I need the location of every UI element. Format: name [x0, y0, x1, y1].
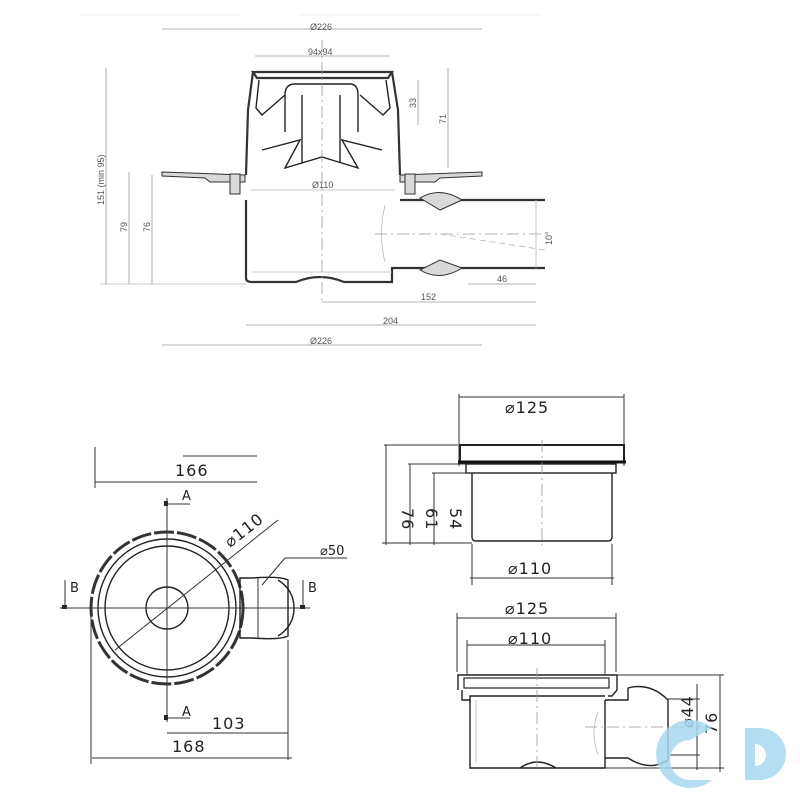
dim-angle: 10°: [544, 231, 554, 245]
dim-height-54: 54: [446, 508, 465, 530]
dim-top-diameter: Ø226: [310, 22, 332, 32]
section-b-left: B: [70, 581, 79, 596]
section-a-top: A: [182, 489, 191, 504]
dim-width-bottom: 168: [172, 737, 206, 756]
dim-outlet-diameter: ⌀50: [320, 544, 344, 559]
side-view-b: ⌀125 ⌀110 ⌀44 76: [456, 599, 724, 772]
dim-bottom-diameter: Ø226: [310, 336, 332, 346]
dim-height-79: 79: [119, 222, 129, 232]
dim-outlet-len: 46: [497, 274, 507, 284]
watermark-logo-icon: [656, 720, 786, 788]
dim-inner-diameter-b: ⌀110: [508, 629, 552, 648]
dim-height-61: 61: [422, 508, 441, 530]
side-view-a: ⌀125 76 61 54 ⌀110: [382, 394, 626, 585]
top-section-view: Ø226 94x94 Ø110 10°: [80, 14, 554, 346]
dim-outlet-diameter-b: ⌀44: [678, 695, 697, 728]
section-a-bottom: A: [182, 705, 191, 720]
dim-width-top: 166: [175, 461, 209, 480]
dim-body-diameter: ⌀110: [508, 559, 552, 578]
dim-height-76: 76: [142, 222, 152, 232]
dim-flange-diameter: ⌀125: [505, 398, 549, 417]
dim-height-76: 76: [398, 508, 417, 530]
dim-inner-diameter: Ø110: [312, 180, 333, 190]
dim-grate: 94x94: [308, 47, 333, 57]
dim-center-to-outlet: 103: [212, 714, 246, 733]
dim-diameter: ⌀110: [221, 509, 268, 551]
dim-body-to-outlet: 204: [383, 316, 398, 326]
dim-grate-to-flange: 71: [438, 114, 448, 124]
section-b-right: B: [308, 581, 317, 596]
dim-center-to-outlet: 152: [421, 292, 436, 302]
dim-flange-diameter-b: ⌀125: [505, 599, 549, 618]
dim-total-height: 151 (min 95): [96, 154, 106, 205]
dim-trap-depth: 33: [408, 98, 418, 108]
plan-view: 166 A A B B ⌀110 ⌀50: [60, 447, 347, 764]
